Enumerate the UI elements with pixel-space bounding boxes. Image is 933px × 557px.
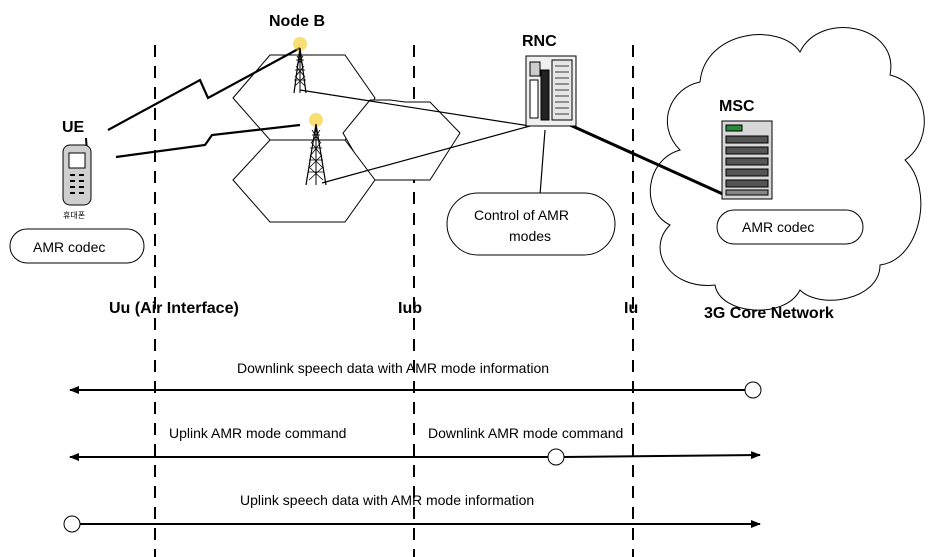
antenna-icon (305, 113, 327, 186)
uu-interface-label: Uu (Air Interface) (109, 300, 239, 317)
uplink-speech-origin (63, 515, 81, 533)
radio-cells (232, 54, 461, 223)
node-b-label: Node B (269, 13, 325, 30)
msc-amr-codec-label: AMR codec (742, 219, 814, 235)
rnc-server-icon (525, 55, 577, 127)
msc-rack-icon (721, 120, 773, 200)
rnc-label: RNC (522, 33, 557, 50)
core-network-label: 3G Core Network (704, 305, 834, 322)
ue-amr-codec-label: AMR codec (33, 239, 105, 255)
downlink-speech-origin (744, 381, 762, 399)
network-links (107, 47, 726, 197)
rnc-command-origin (547, 448, 565, 466)
downlink-command-label: Downlink AMR mode command (428, 425, 623, 441)
downlink-speech-label: Downlink speech data with AMR mode infor… (237, 360, 549, 376)
rnc-control-label-line1: Control of AMR (474, 207, 569, 223)
msc-amr-codec-box (716, 209, 864, 245)
rnc-control-label-line2: modes (509, 228, 551, 244)
downlink-command-arrow (563, 451, 761, 460)
ue-amr-codec-box (9, 228, 145, 264)
antenna-icon (293, 37, 307, 94)
ue-device-caption: 휴대폰 (63, 211, 85, 220)
rnc-control-box (446, 192, 616, 256)
mobile-phone-icon (62, 137, 92, 206)
uplink-command-label: Uplink AMR mode command (169, 425, 346, 441)
ue-label: UE (62, 119, 85, 136)
uplink-speech-label: Uplink speech data with AMR mode informa… (240, 492, 534, 508)
msc-label: MSC (719, 98, 755, 115)
iu-interface-label: Iu (624, 300, 638, 317)
core-network-cloud (649, 27, 925, 311)
iub-interface-label: Iub (398, 300, 422, 317)
